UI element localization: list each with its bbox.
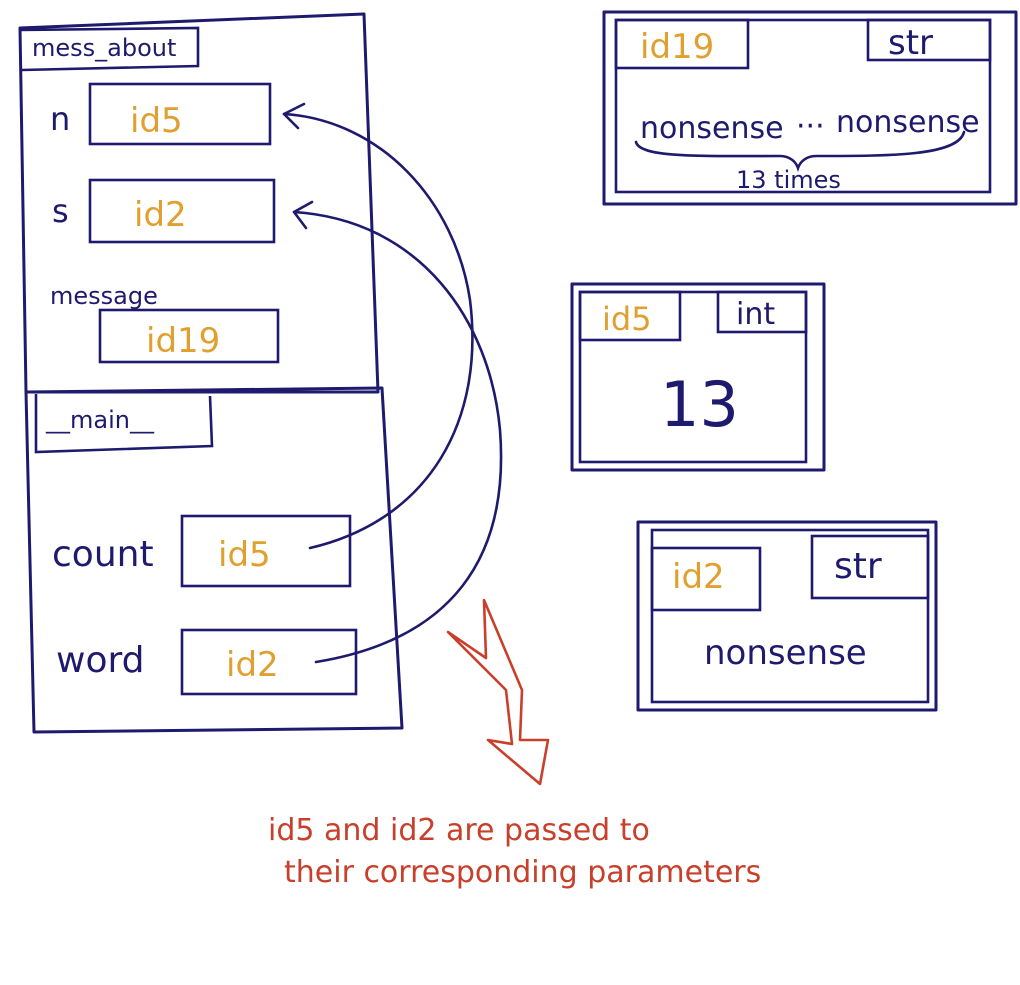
object-int-value: 13 — [660, 368, 739, 441]
var-name-s: s — [52, 192, 69, 230]
frame-main-border — [24, 386, 404, 734]
object-int-type: int — [736, 297, 775, 332]
object-str-long-brace — [634, 130, 966, 173]
arrow-word-to-s — [292, 210, 503, 664]
object-str-long-id: id19 — [640, 27, 714, 67]
annotation-line1: id5 and id2 are passed to — [268, 813, 650, 848]
var-id-count: id5 — [218, 535, 271, 575]
frame-main-title: __main__ — [45, 406, 155, 434]
object-str-long-brace-label: 13 times — [736, 166, 841, 194]
heap-objects: id19 str nonsense ··· nonsense 13 times … — [570, 10, 1018, 712]
object-str-short-id: id2 — [672, 557, 725, 597]
var-name-message: message — [50, 282, 158, 310]
object-int: id5 int 13 — [570, 282, 826, 472]
var-box-word — [180, 628, 358, 696]
var-box-s — [88, 178, 276, 244]
annotation: id5 and id2 are passed to their correspo… — [268, 598, 761, 890]
arrow-count-to-n — [282, 112, 474, 550]
var-id-s: id2 — [134, 195, 187, 235]
object-str-long-inner — [614, 18, 992, 194]
frame-mess-about-title-box — [19, 26, 200, 72]
arrow-count-to-n-head — [282, 102, 306, 130]
object-str-long-type-box — [866, 18, 992, 62]
var-name-n: n — [50, 100, 70, 138]
var-box-n — [88, 82, 272, 146]
var-box-message — [98, 308, 280, 364]
object-str-long-right: nonsense — [836, 105, 980, 140]
frame-mess-about-border — [18, 12, 380, 394]
object-str-long: id19 str nonsense ··· nonsense 13 times — [602, 10, 1018, 206]
var-name-count: count — [52, 534, 154, 575]
var-id-message: id19 — [146, 321, 220, 361]
object-str-short-inner — [650, 528, 930, 704]
object-str-short-type: str — [834, 546, 882, 587]
object-int-id-box — [578, 290, 682, 342]
frame-mess-about: mess_about n id5 s id2 message id19 — [18, 12, 380, 394]
object-int-inner — [578, 290, 808, 464]
object-int-type-box — [716, 290, 808, 334]
frame-mess-about-title: mess_about — [32, 34, 176, 62]
object-str-short-id-box — [650, 546, 762, 612]
object-str-long-outer — [602, 10, 1018, 206]
object-str-long-id-box — [614, 18, 750, 70]
object-str-short-type-box — [810, 534, 930, 600]
object-str-long-left: nonsense — [640, 111, 784, 146]
object-int-id: id5 — [602, 300, 652, 338]
var-box-count — [180, 514, 352, 588]
frame-main-title-box — [34, 394, 214, 454]
object-str-short: id2 str nonsense — [636, 520, 938, 712]
annotation-arrow — [446, 598, 550, 786]
annotation-line2: their corresponding parameters — [284, 855, 761, 890]
reference-arrows — [282, 102, 503, 664]
object-str-short-value: nonsense — [704, 633, 867, 673]
object-str-long-type: str — [888, 23, 933, 63]
object-str-short-outer — [636, 520, 938, 712]
var-id-n: id5 — [130, 101, 183, 141]
var-id-word: id2 — [226, 645, 279, 685]
var-name-word: word — [56, 640, 145, 681]
arrow-word-to-s-head — [292, 200, 314, 230]
object-int-outer — [570, 282, 826, 472]
frame-main: __main__ count id5 word id2 — [24, 386, 404, 734]
call-stack: mess_about n id5 s id2 message id19 __ma… — [18, 12, 404, 734]
object-str-long-dots: ··· — [796, 109, 825, 144]
